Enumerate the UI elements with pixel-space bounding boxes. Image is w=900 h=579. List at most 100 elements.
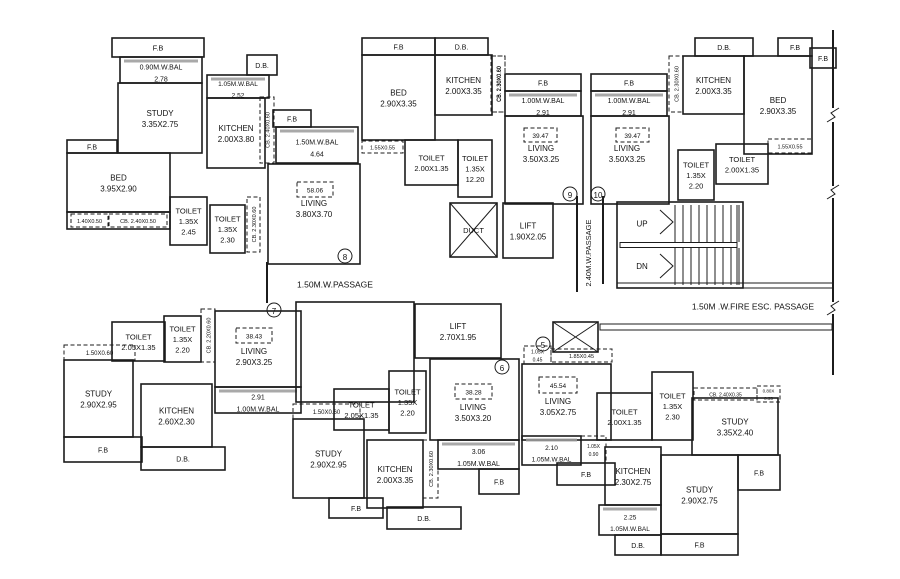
- label-text: F.B: [624, 81, 634, 88]
- duct-duct: [552, 321, 599, 353]
- label-text: F.B: [153, 44, 164, 53]
- area-area-stat: 38.28: [454, 383, 493, 400]
- railing-hatch: [526, 438, 577, 442]
- label-text: 2.40M.W.PASSAGE: [584, 220, 593, 287]
- dash-niche: 1.50X0.60: [63, 344, 136, 361]
- label-text: 6: [500, 364, 505, 373]
- area-area-stat: 39.47: [523, 127, 558, 143]
- label-text: CB. 2.40X0.60: [266, 112, 272, 148]
- dash-cupboard: CB. 2.40X0.50: [108, 213, 168, 228]
- label-text: F.B: [494, 480, 504, 487]
- room-fb-strip: F.B: [556, 462, 616, 486]
- room-fb-strip: F.B: [737, 454, 781, 491]
- label-text: 9: [568, 191, 573, 200]
- dash-niche: 1.50X0.60: [292, 403, 361, 420]
- railing-hatch: [124, 59, 198, 63]
- label-text: 10: [594, 191, 603, 200]
- label-text: CB. 2.40X0.50: [120, 219, 156, 225]
- label-text: F.B: [818, 56, 828, 63]
- label-text: 1.50X0.60: [313, 410, 341, 416]
- label-text: 1.55X0.55: [777, 145, 802, 151]
- duct-duct: DUCT: [449, 202, 498, 258]
- room-living: [504, 115, 584, 205]
- room-living: [590, 115, 670, 205]
- railing-hatch: [219, 389, 297, 393]
- wall-wall: [832, 314, 834, 375]
- label-text: F.B: [754, 471, 764, 478]
- label-text: 1.50X0.60: [86, 351, 114, 357]
- room-lobby: [295, 301, 415, 403]
- railing-hatch: [211, 77, 265, 81]
- label-text: DN: [636, 262, 648, 271]
- railing-hatch: [603, 507, 657, 511]
- label-text: 1.50M .W.FIRE ESC. PASSAGE: [692, 301, 815, 311]
- label-text: UP: [636, 219, 647, 228]
- circ-unit-number: 6: [494, 359, 510, 375]
- room-fb-strip: F.B: [777, 37, 813, 57]
- label-text: 1.85X0.45: [569, 354, 594, 360]
- label-text: F.B: [393, 45, 403, 52]
- label-text: F.B: [351, 506, 361, 513]
- label-text: 39.47: [532, 133, 549, 140]
- label-text: 38.28: [465, 389, 482, 396]
- dashv-cupboard: CB. 2.30X0.60: [246, 196, 261, 253]
- label-text: F.B: [790, 45, 800, 52]
- label-text: D.B.: [717, 45, 731, 52]
- room-living: [267, 163, 361, 265]
- label-text: CB. 2.30X0.60: [429, 451, 435, 487]
- wall-wall: [832, 122, 834, 186]
- dash-niche: 1.40X0.50: [70, 213, 109, 228]
- label-text: F.B: [287, 117, 297, 124]
- dash-niche: 1.55X0.55: [361, 140, 404, 154]
- area-area-stat: 38.43: [235, 327, 273, 344]
- label-text: 1.55X0.55: [370, 146, 395, 152]
- wall-wall: [832, 198, 834, 302]
- label-text: CB. 2.40X0.35: [709, 392, 742, 398]
- dash-niche: 1.55X0.55: [767, 138, 813, 154]
